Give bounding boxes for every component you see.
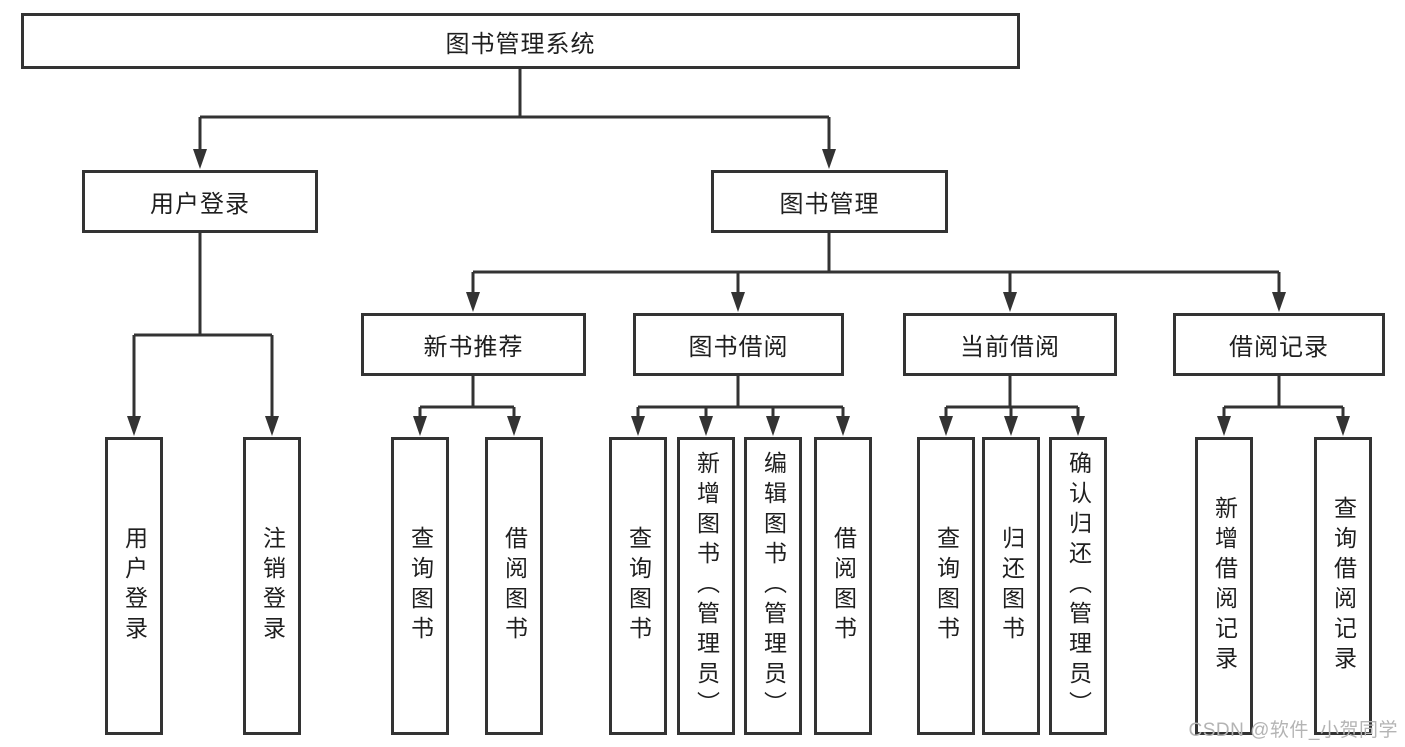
- csdn-watermark: CSDN @软件_小贺同学: [1188, 720, 1398, 741]
- leaf-label: 新增图书（管理员）: [693, 451, 720, 721]
- leaf-logout: 注销登录: [243, 437, 301, 735]
- leaf-label: 查询图书: [625, 526, 652, 646]
- leaf-label: 归还图书: [998, 526, 1025, 646]
- leaf-label: 新增借阅记录: [1211, 496, 1238, 676]
- leaf-borrow-query-books: 查询图书: [609, 437, 667, 735]
- leaf-label: 用户登录: [121, 526, 148, 646]
- leaf-newbook-query-books: 查询图书: [391, 437, 449, 735]
- node-current-borrow: 当前借阅: [903, 313, 1117, 376]
- leaf-label: 编辑图书（管理员）: [760, 451, 787, 721]
- leaf-label: 查询借阅记录: [1330, 496, 1357, 676]
- leaf-user-login: 用户登录: [105, 437, 163, 735]
- leaf-newbook-borrow-books: 借阅图书: [485, 437, 543, 735]
- leaf-current-return-books: 归还图书: [982, 437, 1040, 735]
- leaf-label: 查询图书: [407, 526, 434, 646]
- node-borrow-records: 借阅记录: [1173, 313, 1385, 376]
- leaf-label: 注销登录: [259, 526, 286, 646]
- node-user-login: 用户登录: [82, 170, 318, 233]
- leaf-records-query-record: 查询借阅记录: [1314, 437, 1372, 735]
- leaf-borrow-add-books-admin: 新增图书（管理员）: [677, 437, 735, 735]
- leaf-current-confirm-return-admin: 确认归还（管理员）: [1049, 437, 1107, 735]
- leaf-current-query-books: 查询图书: [917, 437, 975, 735]
- leaf-label: 确认归还（管理员）: [1065, 451, 1092, 721]
- node-book-borrow: 图书借阅: [633, 313, 844, 376]
- leaf-label: 借阅图书: [830, 526, 857, 646]
- leaf-borrow-borrow-books: 借阅图书: [814, 437, 872, 735]
- node-root-system: 图书管理系统: [21, 13, 1020, 69]
- leaf-records-add-record: 新增借阅记录: [1195, 437, 1253, 735]
- leaf-label: 查询图书: [933, 526, 960, 646]
- leaf-borrow-edit-books-admin: 编辑图书（管理员）: [744, 437, 802, 735]
- leaf-label: 借阅图书: [501, 526, 528, 646]
- node-new-book-recommend: 新书推荐: [361, 313, 586, 376]
- node-book-management: 图书管理: [711, 170, 948, 233]
